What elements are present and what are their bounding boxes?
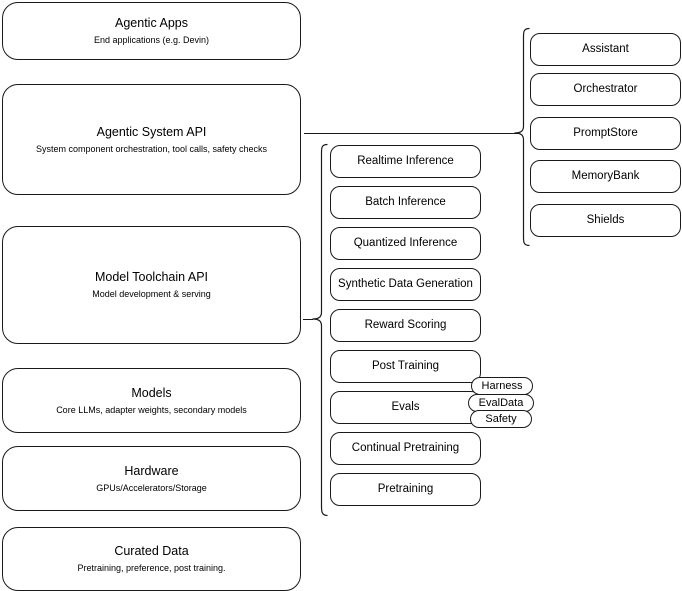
eval-badge-harness[interactable]: Harness [471, 377, 533, 395]
layer-model-toolchain-api[interactable]: Model Toolchain API Model development & … [2, 226, 301, 344]
system-component-assistant[interactable]: Assistant [530, 33, 681, 66]
node-label: Reward Scoring [364, 319, 447, 331]
layer-hardware[interactable]: Hardware GPUs/Accelerators/Storage [2, 446, 301, 511]
layer-title: Curated Data [114, 544, 189, 558]
layer-subtitle: Pretraining, preference, post training. [77, 563, 226, 573]
toolchain-pretraining[interactable]: Pretraining [330, 473, 481, 506]
brace-toolchain-components [310, 143, 328, 517]
connector-model-toolchain-api-to-brace [303, 319, 313, 320]
layer-subtitle: Core LLMs, adapter weights, secondary mo… [56, 404, 247, 415]
layer-agentic-system-api[interactable]: Agentic System API System component orch… [2, 84, 301, 195]
node-label: Evals [391, 401, 420, 413]
layer-title: Hardware [124, 463, 179, 478]
toolchain-synthetic-data-generation[interactable]: Synthetic Data Generation [330, 268, 481, 301]
system-component-orchestrator[interactable]: Orchestrator [530, 73, 681, 106]
layer-subtitle: System component orchestration, tool cal… [35, 143, 268, 154]
badge-label: Safety [485, 413, 517, 425]
layer-title: Models [131, 385, 172, 400]
brace-system-components [514, 27, 530, 247]
layer-subtitle: End applications (e.g. Devin) [93, 35, 210, 45]
system-component-promptstore[interactable]: PromptStore [530, 117, 681, 150]
node-label: Post Training [371, 360, 440, 372]
toolchain-realtime-inference[interactable]: Realtime Inference [330, 145, 481, 178]
toolchain-reward-scoring[interactable]: Reward Scoring [330, 309, 481, 342]
layer-models[interactable]: Models Core LLMs, adapter weights, secon… [2, 368, 301, 433]
node-label: Assistant [582, 43, 629, 55]
eval-badge-safety[interactable]: Safety [470, 410, 532, 428]
node-label: Batch Inference [365, 196, 446, 208]
system-component-memorybank[interactable]: MemoryBank [530, 160, 681, 193]
node-label: Shields [586, 214, 625, 226]
node-label: Synthetic Data Generation [338, 278, 473, 290]
layer-curated-data[interactable]: Curated Data Pretraining, preference, po… [2, 527, 301, 591]
badge-label: Harness [481, 380, 523, 392]
node-label: Realtime Inference [357, 155, 454, 167]
node-label: Continual Pretraining [351, 442, 460, 454]
connector-agentic-system-api-to-components [304, 133, 518, 134]
toolchain-continual-pretraining[interactable]: Continual Pretraining [330, 432, 481, 465]
node-label: Quantized Inference [353, 237, 458, 249]
layer-subtitle: Model development & serving [92, 289, 211, 299]
toolchain-quantized-inference[interactable]: Quantized Inference [330, 227, 481, 260]
node-label: Pretraining [377, 483, 434, 495]
node-label: PromptStore [573, 127, 638, 139]
node-label: Orchestrator [573, 83, 638, 95]
layer-agentic-apps[interactable]: Agentic Apps End applications (e.g. Devi… [2, 2, 301, 60]
layer-title: Agentic Apps [115, 16, 188, 30]
layer-subtitle: GPUs/Accelerators/Storage [96, 482, 207, 493]
badge-label: EvalData [478, 397, 524, 409]
node-label: MemoryBank [571, 170, 640, 182]
toolchain-evals[interactable]: Evals [330, 391, 481, 424]
toolchain-batch-inference[interactable]: Batch Inference [330, 186, 481, 219]
system-component-shields[interactable]: Shields [530, 204, 681, 237]
layer-title: Model Toolchain API [94, 270, 209, 284]
toolchain-post-training[interactable]: Post Training [330, 350, 481, 383]
layer-title: Agentic System API [96, 124, 207, 139]
